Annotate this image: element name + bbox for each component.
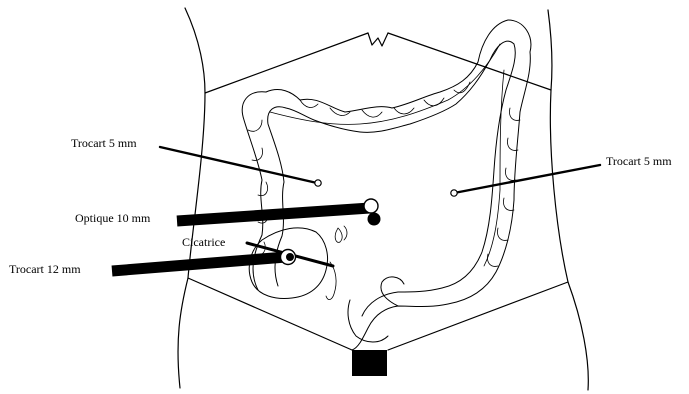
label-optique-10mm: Optique 10 mm [75,211,151,225]
trocar-12mm-line [112,257,286,271]
rib-margin [205,33,551,93]
pubic-marker [352,350,387,376]
label-trocar-12mm: Trocart 12 mm [9,262,81,276]
optique-10mm-dot [368,213,381,226]
trocar-lines [112,147,600,271]
optique-10mm-port [364,199,378,213]
trocar-right-5mm-port [451,190,457,196]
label-trocar-left-5mm: Trocart 5 mm [71,136,137,150]
trocar-right-5mm-line [454,165,600,193]
optique-10mm-line [177,208,370,221]
colon [242,20,531,350]
trocar-left-5mm-port [315,180,321,186]
trocar-12mm-inner [286,253,294,261]
inguinal-lines [188,278,568,350]
trocar-left-5mm-line [160,147,317,183]
torso-outline [178,8,588,390]
label-cicatrice: Cicatrice [182,235,225,249]
label-trocar-right-5mm: Trocart 5 mm [606,154,672,168]
